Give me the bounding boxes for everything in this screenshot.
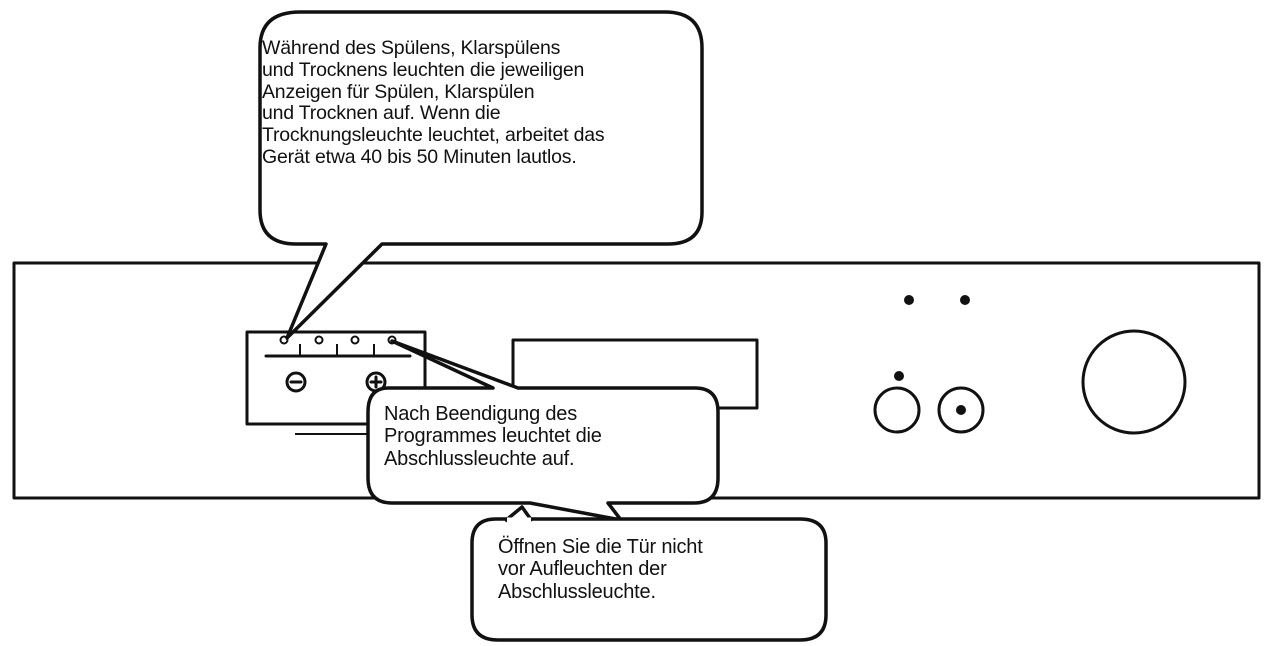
- minus-icon[interactable]: [285, 371, 307, 393]
- callout-bubble-finish: [366, 339, 720, 522]
- callout-bubble-drying: [258, 10, 704, 340]
- callout-text-door: Öffnen Sie die Tür nicht vor Aufleuchten…: [498, 536, 703, 603]
- power-knob[interactable]: [1081, 329, 1187, 435]
- callout-text-finish: Nach Beendigung des Programmes leuchtet …: [384, 403, 602, 470]
- status-dot: [960, 295, 970, 305]
- indicator-light-dry: [350, 335, 360, 345]
- indicator-light-finish: [387, 335, 397, 345]
- callout-text-drying: Während des Spülens, Klarspülens und Tro…: [262, 37, 605, 169]
- indicator-light-wash: [279, 335, 289, 345]
- callout-bubble-door: [470, 517, 828, 642]
- status-dot: [904, 295, 914, 305]
- indicator-panel: [245, 330, 427, 426]
- indicator-light-rinse: [314, 335, 324, 345]
- program-button[interactable]: [873, 386, 921, 434]
- status-dot: [894, 371, 904, 381]
- start-button[interactable]: [937, 386, 985, 434]
